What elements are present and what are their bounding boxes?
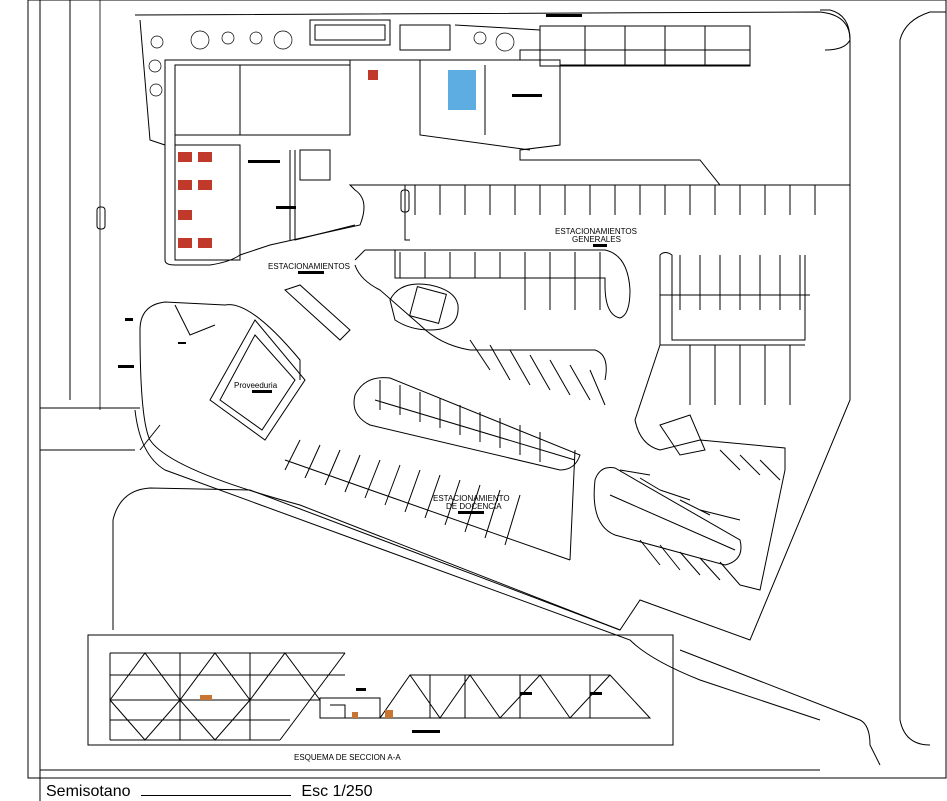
drawing-scale: Esc 1/250 (301, 783, 373, 800)
parking-stalls-diagonal-upper (469, 339, 606, 406)
street-right-curb (899, 11, 946, 41)
label-estacionamientos: ESTACIONAMIENTOS (268, 262, 350, 271)
stair-core (448, 70, 476, 110)
docencia-island-right (593, 467, 742, 566)
label-estacionamientos-generales-1: ESTACIONAMIENTOS (555, 227, 637, 236)
parking-stalls-general-mid (399, 252, 601, 310)
parking-stalls-docencia (284, 380, 541, 546)
sheet-frame (27, 0, 947, 779)
label-estacionamientos-generales-2: GENERALES (572, 235, 621, 244)
car (96, 206, 106, 230)
section-frame (87, 634, 674, 746)
label-estacionamiento-docencia-2: DE DOCENCIA (446, 502, 502, 511)
main-building (164, 60, 410, 266)
title-underline (140, 781, 291, 796)
label-esquema-seccion: ESQUEMA DE SECCION A-A (294, 753, 401, 762)
furniture-marks (178, 70, 378, 248)
car (400, 189, 410, 213)
title-block: Semisotano Esc 1/250 (46, 781, 373, 801)
parking-stalls-right (660, 255, 810, 405)
right-stair-block (659, 414, 706, 456)
docencia-island-left (353, 377, 581, 471)
center-stair-island (389, 283, 459, 331)
drawing-name: Semisotano (46, 783, 131, 800)
section-truss-left (109, 652, 346, 741)
label-estacionamiento-docencia-1: ESTACIONAMIENTO (433, 494, 510, 503)
section-truss-right (379, 674, 652, 719)
site-boundary (134, 11, 851, 641)
label-proveeduria: Proveeduria (234, 381, 278, 390)
label-bar (546, 14, 582, 17)
trees (148, 30, 515, 97)
parking-stalls-general-top (414, 185, 816, 215)
proveeduria-building (209, 319, 306, 441)
